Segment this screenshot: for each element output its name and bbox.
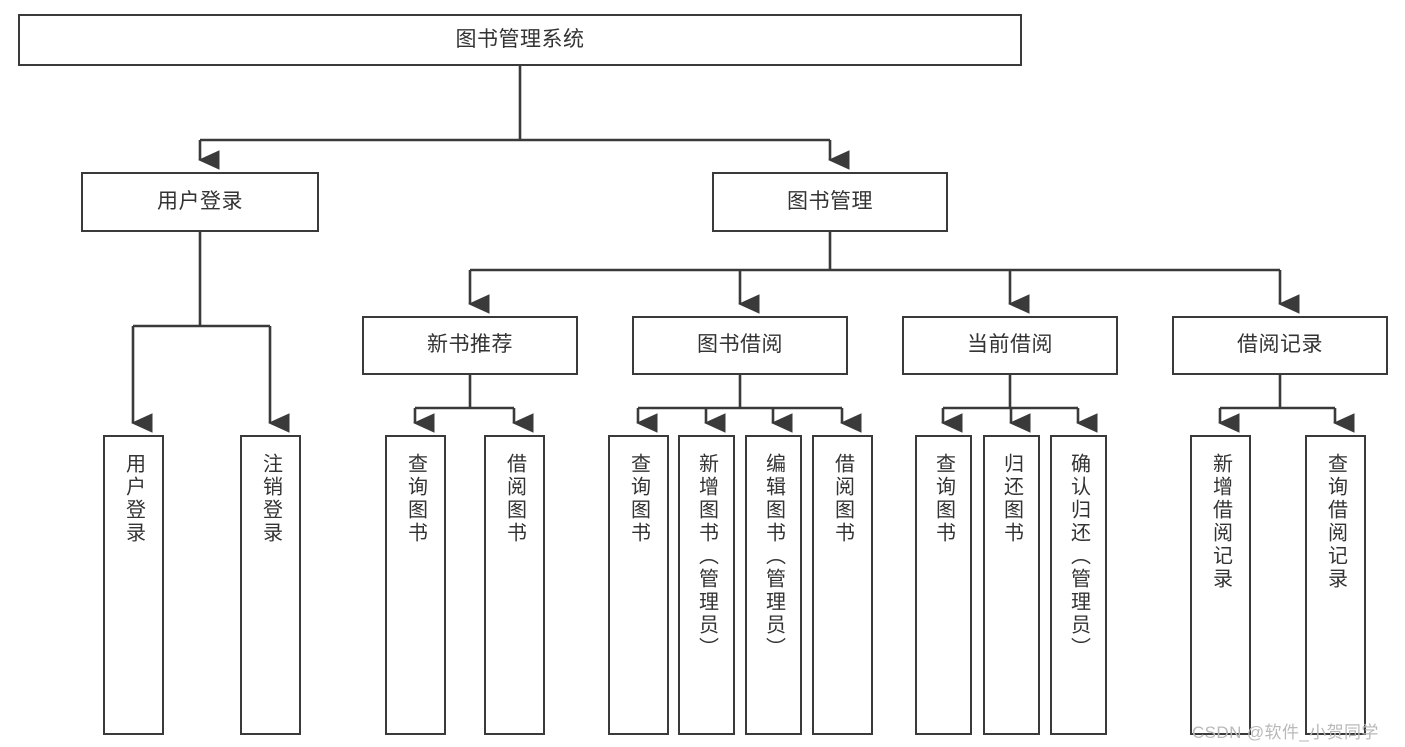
node-leaf-user-logout-label: 注销登录 [259, 453, 282, 545]
node-current-borrow-label: 当前借阅 [967, 333, 1053, 357]
node-leaf-user-login-label: 用户登录 [122, 453, 145, 545]
csdn-watermark: CSDN @软件_小贺同学 [1192, 723, 1379, 742]
node-book-borrow[interactable]: 图书借阅 [632, 316, 848, 375]
node-leaf-query-record[interactable]: 查询借阅记录 [1305, 435, 1366, 735]
node-leaf-edit-book-label: 编辑图书（管理员） [762, 453, 785, 660]
node-new-book-rec[interactable]: 新书推荐 [362, 316, 578, 375]
node-leaf-borrow-book-2-label: 借阅图书 [831, 453, 854, 545]
node-current-borrow[interactable]: 当前借阅 [902, 316, 1118, 375]
node-leaf-borrow-book-1[interactable]: 借阅图书 [484, 435, 545, 735]
node-leaf-query-book-3-label: 查询图书 [932, 453, 955, 545]
node-root-label: 图书管理系统 [455, 27, 585, 51]
node-leaf-user-login[interactable]: 用户登录 [103, 435, 164, 735]
node-user-login[interactable]: 用户登录 [81, 172, 319, 232]
node-leaf-query-book-3[interactable]: 查询图书 [915, 435, 972, 735]
node-leaf-return-book[interactable]: 归还图书 [983, 435, 1040, 735]
node-leaf-confirm-return-label: 确认归还（管理员） [1067, 453, 1090, 660]
node-leaf-borrow-book-1-label: 借阅图书 [503, 453, 526, 545]
node-leaf-query-record-label: 查询借阅记录 [1324, 453, 1347, 591]
node-new-book-rec-label: 新书推荐 [427, 333, 513, 357]
node-leaf-add-record-label: 新增借阅记录 [1209, 453, 1232, 591]
node-leaf-confirm-return[interactable]: 确认归还（管理员） [1050, 435, 1107, 735]
node-leaf-add-book-label: 新增图书（管理员） [695, 453, 718, 660]
node-leaf-query-book-1-label: 查询图书 [404, 453, 427, 545]
node-user-login-label: 用户登录 [157, 189, 243, 213]
node-leaf-query-book-2-label: 查询图书 [627, 453, 650, 545]
node-book-borrow-label: 图书借阅 [697, 333, 783, 357]
node-borrow-record-label: 借阅记录 [1237, 333, 1323, 357]
node-book-manage[interactable]: 图书管理 [712, 172, 948, 232]
node-book-manage-label: 图书管理 [787, 189, 873, 213]
node-leaf-return-book-label: 归还图书 [1000, 453, 1023, 545]
node-borrow-record[interactable]: 借阅记录 [1172, 316, 1388, 375]
node-leaf-user-logout[interactable]: 注销登录 [240, 435, 301, 735]
node-leaf-add-record[interactable]: 新增借阅记录 [1190, 435, 1251, 735]
node-root[interactable]: 图书管理系统 [18, 14, 1022, 66]
node-leaf-query-book-1[interactable]: 查询图书 [385, 435, 446, 735]
node-leaf-edit-book[interactable]: 编辑图书（管理员） [745, 435, 802, 735]
node-leaf-add-book[interactable]: 新增图书（管理员） [678, 435, 735, 735]
node-leaf-query-book-2[interactable]: 查询图书 [608, 435, 669, 735]
node-leaf-borrow-book-2[interactable]: 借阅图书 [812, 435, 873, 735]
